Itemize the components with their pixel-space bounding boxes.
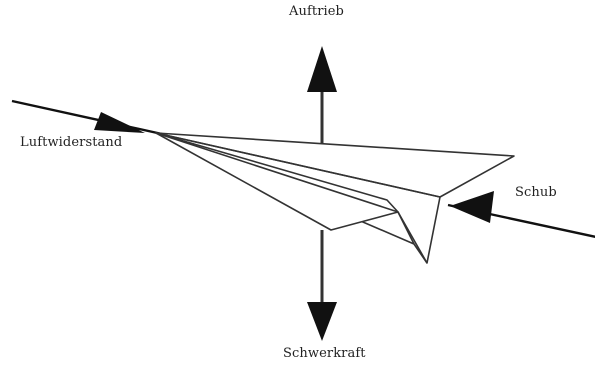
drag-arrow-icon: [94, 112, 145, 133]
thrust-arrow-icon: [450, 191, 494, 223]
drag-label: Luftwiderstand: [20, 135, 122, 150]
thrust-label: Schub: [515, 185, 557, 200]
drag-line: [12, 101, 162, 134]
weight-label: Schwerkraft: [283, 346, 366, 361]
weight-arrow-icon: [307, 302, 337, 341]
lift-arrow-icon: [307, 46, 337, 92]
lift-label: Auftrieb: [289, 4, 344, 19]
paper-plane-icon: [156, 133, 514, 263]
